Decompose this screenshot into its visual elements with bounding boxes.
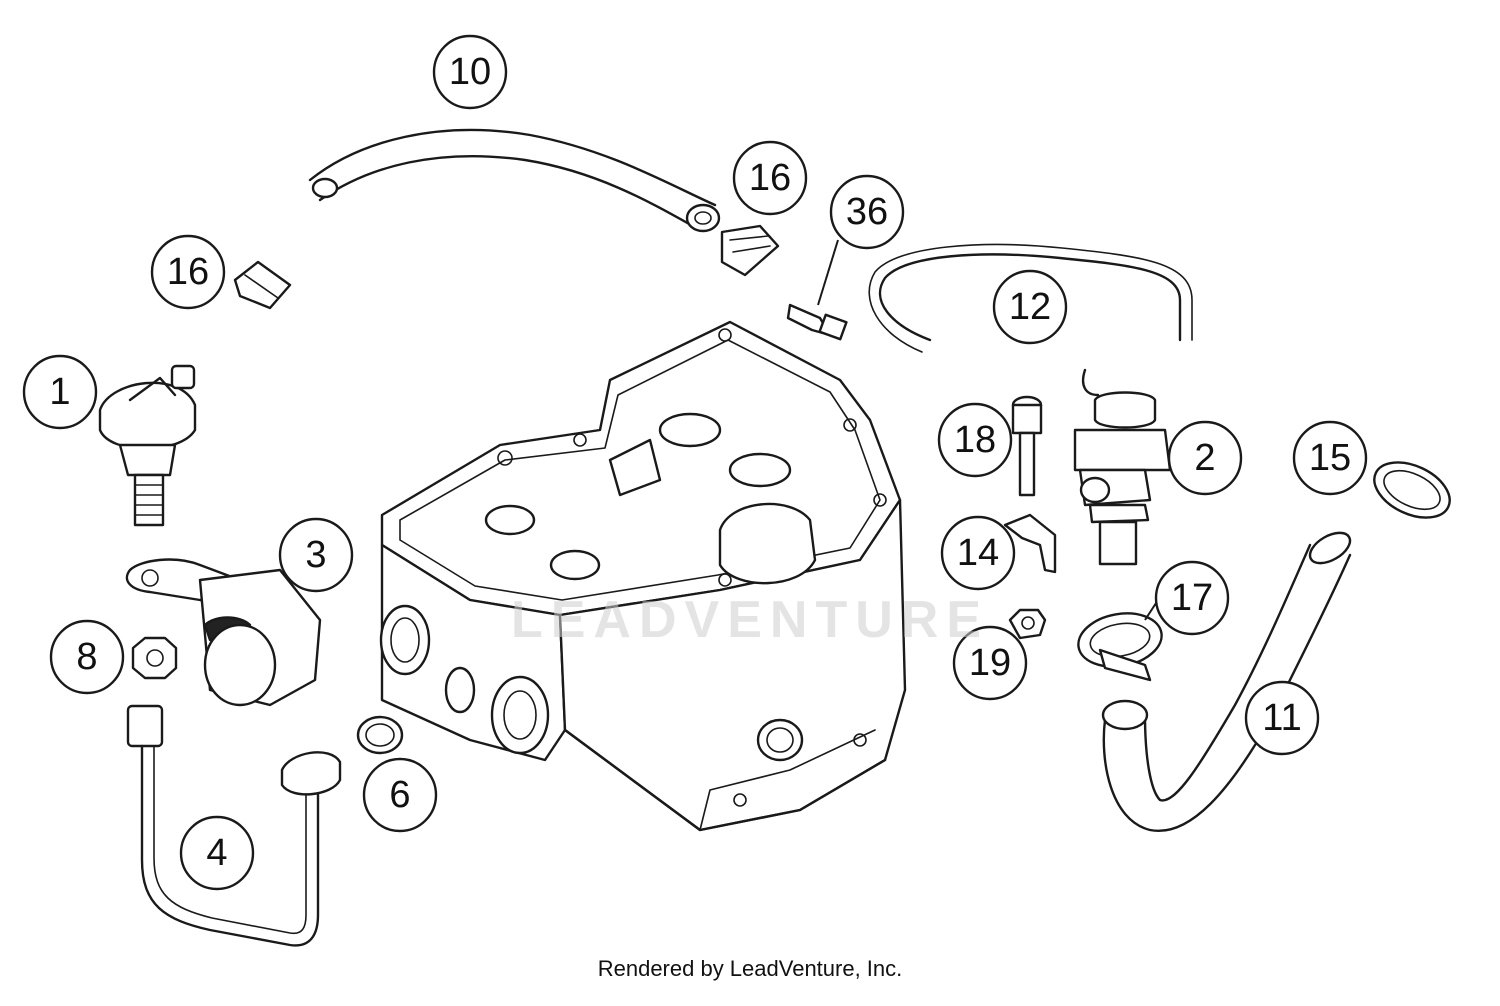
svg-text:10: 10 [449,51,491,93]
callout-2: 2 [1167,420,1243,496]
svg-text:2: 2 [1194,437,1215,479]
svg-text:14: 14 [957,532,999,574]
callout-16-top: 16 [732,140,808,216]
part-15-band-clamp [1373,461,1451,519]
render-credit: Rendered by LeadVenture, Inc. [597,956,903,981]
part-16-clamp-b [233,260,292,310]
svg-text:15: 15 [1309,437,1351,479]
part-18-bolt [1011,395,1043,497]
part-6-oring [356,715,404,755]
callout-18: 18 [937,402,1013,478]
callout-3: 3 [278,517,354,593]
callout-12: 12 [992,269,1068,345]
part-2-valve-assembly [1073,368,1172,566]
part-4-pipe [126,704,342,947]
part-17-hose-clamp [1077,612,1163,682]
svg-text:1: 1 [49,371,70,413]
svg-text:3: 3 [305,534,326,576]
part-19-nut [1008,608,1047,640]
callout-19: 19 [952,625,1028,701]
callout-6: 6 [362,757,438,833]
svg-text:6: 6 [389,774,410,816]
callout-1: 1 [22,354,98,430]
callout-8: 8 [49,619,125,695]
part-14-bracket [1003,513,1057,574]
svg-text:4: 4 [206,832,227,874]
part-12-thin-hose [868,243,1193,353]
svg-text:8: 8 [76,636,97,678]
callout-17: 17 [1154,560,1230,636]
svg-text:16: 16 [749,157,791,199]
callout-16-left: 16 [150,234,226,310]
part-10-hose [308,128,721,233]
svg-text:36: 36 [846,191,888,233]
callout-10: 10 [432,34,508,110]
callout-11: 11 [1244,680,1320,756]
part-3-bracket [125,558,322,707]
callout-36: 36 [829,174,905,250]
part-11-curved-hose [1101,531,1352,833]
svg-text:12: 12 [1009,286,1051,328]
svg-text:19: 19 [969,642,1011,684]
cylinder-head [379,320,907,832]
part-16-clamp-a [720,224,780,277]
svg-text:18: 18 [954,419,996,461]
part-8-nut [131,636,178,680]
callout-15: 15 [1292,420,1368,496]
svg-text:17: 17 [1171,577,1213,619]
svg-text:16: 16 [167,251,209,293]
callout-14: 14 [940,515,1016,591]
svg-text:11: 11 [1262,697,1301,739]
part-1-valve [98,364,197,527]
callout-4: 4 [179,815,255,891]
part-36-fitting [786,303,848,341]
